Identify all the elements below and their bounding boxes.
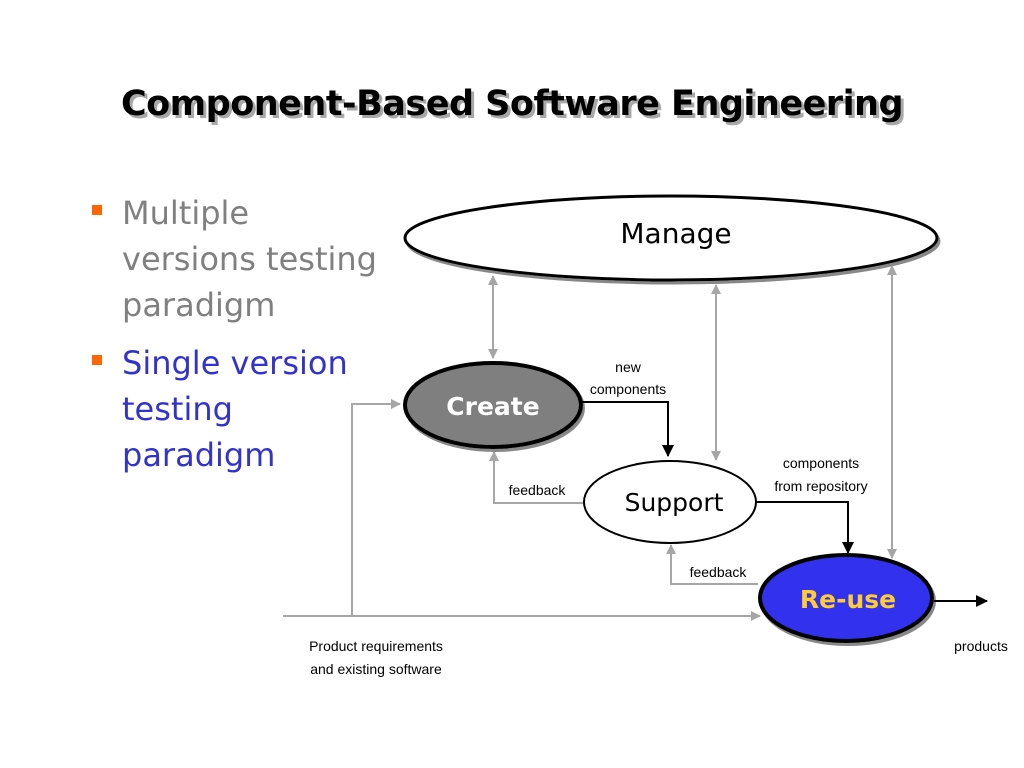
reuse-node: Re-use	[758, 553, 934, 643]
bullet-list: Multiple versions testing paradigm Singl…	[88, 190, 388, 490]
requirements-label-line2: and existing software	[310, 661, 442, 677]
square-bullet-icon	[92, 355, 102, 365]
create-label: Create	[446, 392, 539, 421]
bullet-text: Multiple versions testing paradigm	[122, 194, 377, 324]
slide-title: Component-Based Software Engineering	[120, 84, 904, 124]
feedback-reuse-support-arrow	[666, 544, 758, 585]
bullet-single-version: Single version testing paradigm	[88, 340, 388, 478]
repository-label-line2: from repository	[774, 478, 867, 494]
reuse-ellipse	[758, 553, 934, 643]
new-components-label-line2: components	[590, 381, 666, 397]
create-node: Create	[403, 361, 583, 449]
manage-label: Manage	[620, 217, 731, 250]
feedback-support-label: feedback	[690, 564, 748, 580]
square-bullet-icon	[92, 205, 102, 215]
feedback-create-label: feedback	[509, 482, 567, 498]
products-label: products	[954, 638, 1008, 654]
requirements-to-create-arrow	[351, 399, 401, 616]
repository-label-line1: components	[783, 455, 859, 471]
repository-components-arrow	[756, 501, 854, 554]
create-ellipse	[403, 361, 583, 449]
new-components-label-line1: new	[615, 359, 642, 375]
bullet-text: Single version testing paradigm	[122, 344, 348, 474]
requirements-label-line1: Product requirements	[309, 638, 443, 654]
manage-node: Manage	[403, 194, 939, 282]
bullet-multiple-versions: Multiple versions testing paradigm	[88, 190, 388, 328]
new-components-arrow	[581, 401, 674, 457]
reuse-label: Re-use	[800, 585, 896, 614]
support-node: Support	[583, 460, 757, 544]
support-label: Support	[625, 488, 724, 517]
feedback-support-create-arrow	[489, 451, 585, 504]
manage-ellipse	[403, 194, 939, 282]
